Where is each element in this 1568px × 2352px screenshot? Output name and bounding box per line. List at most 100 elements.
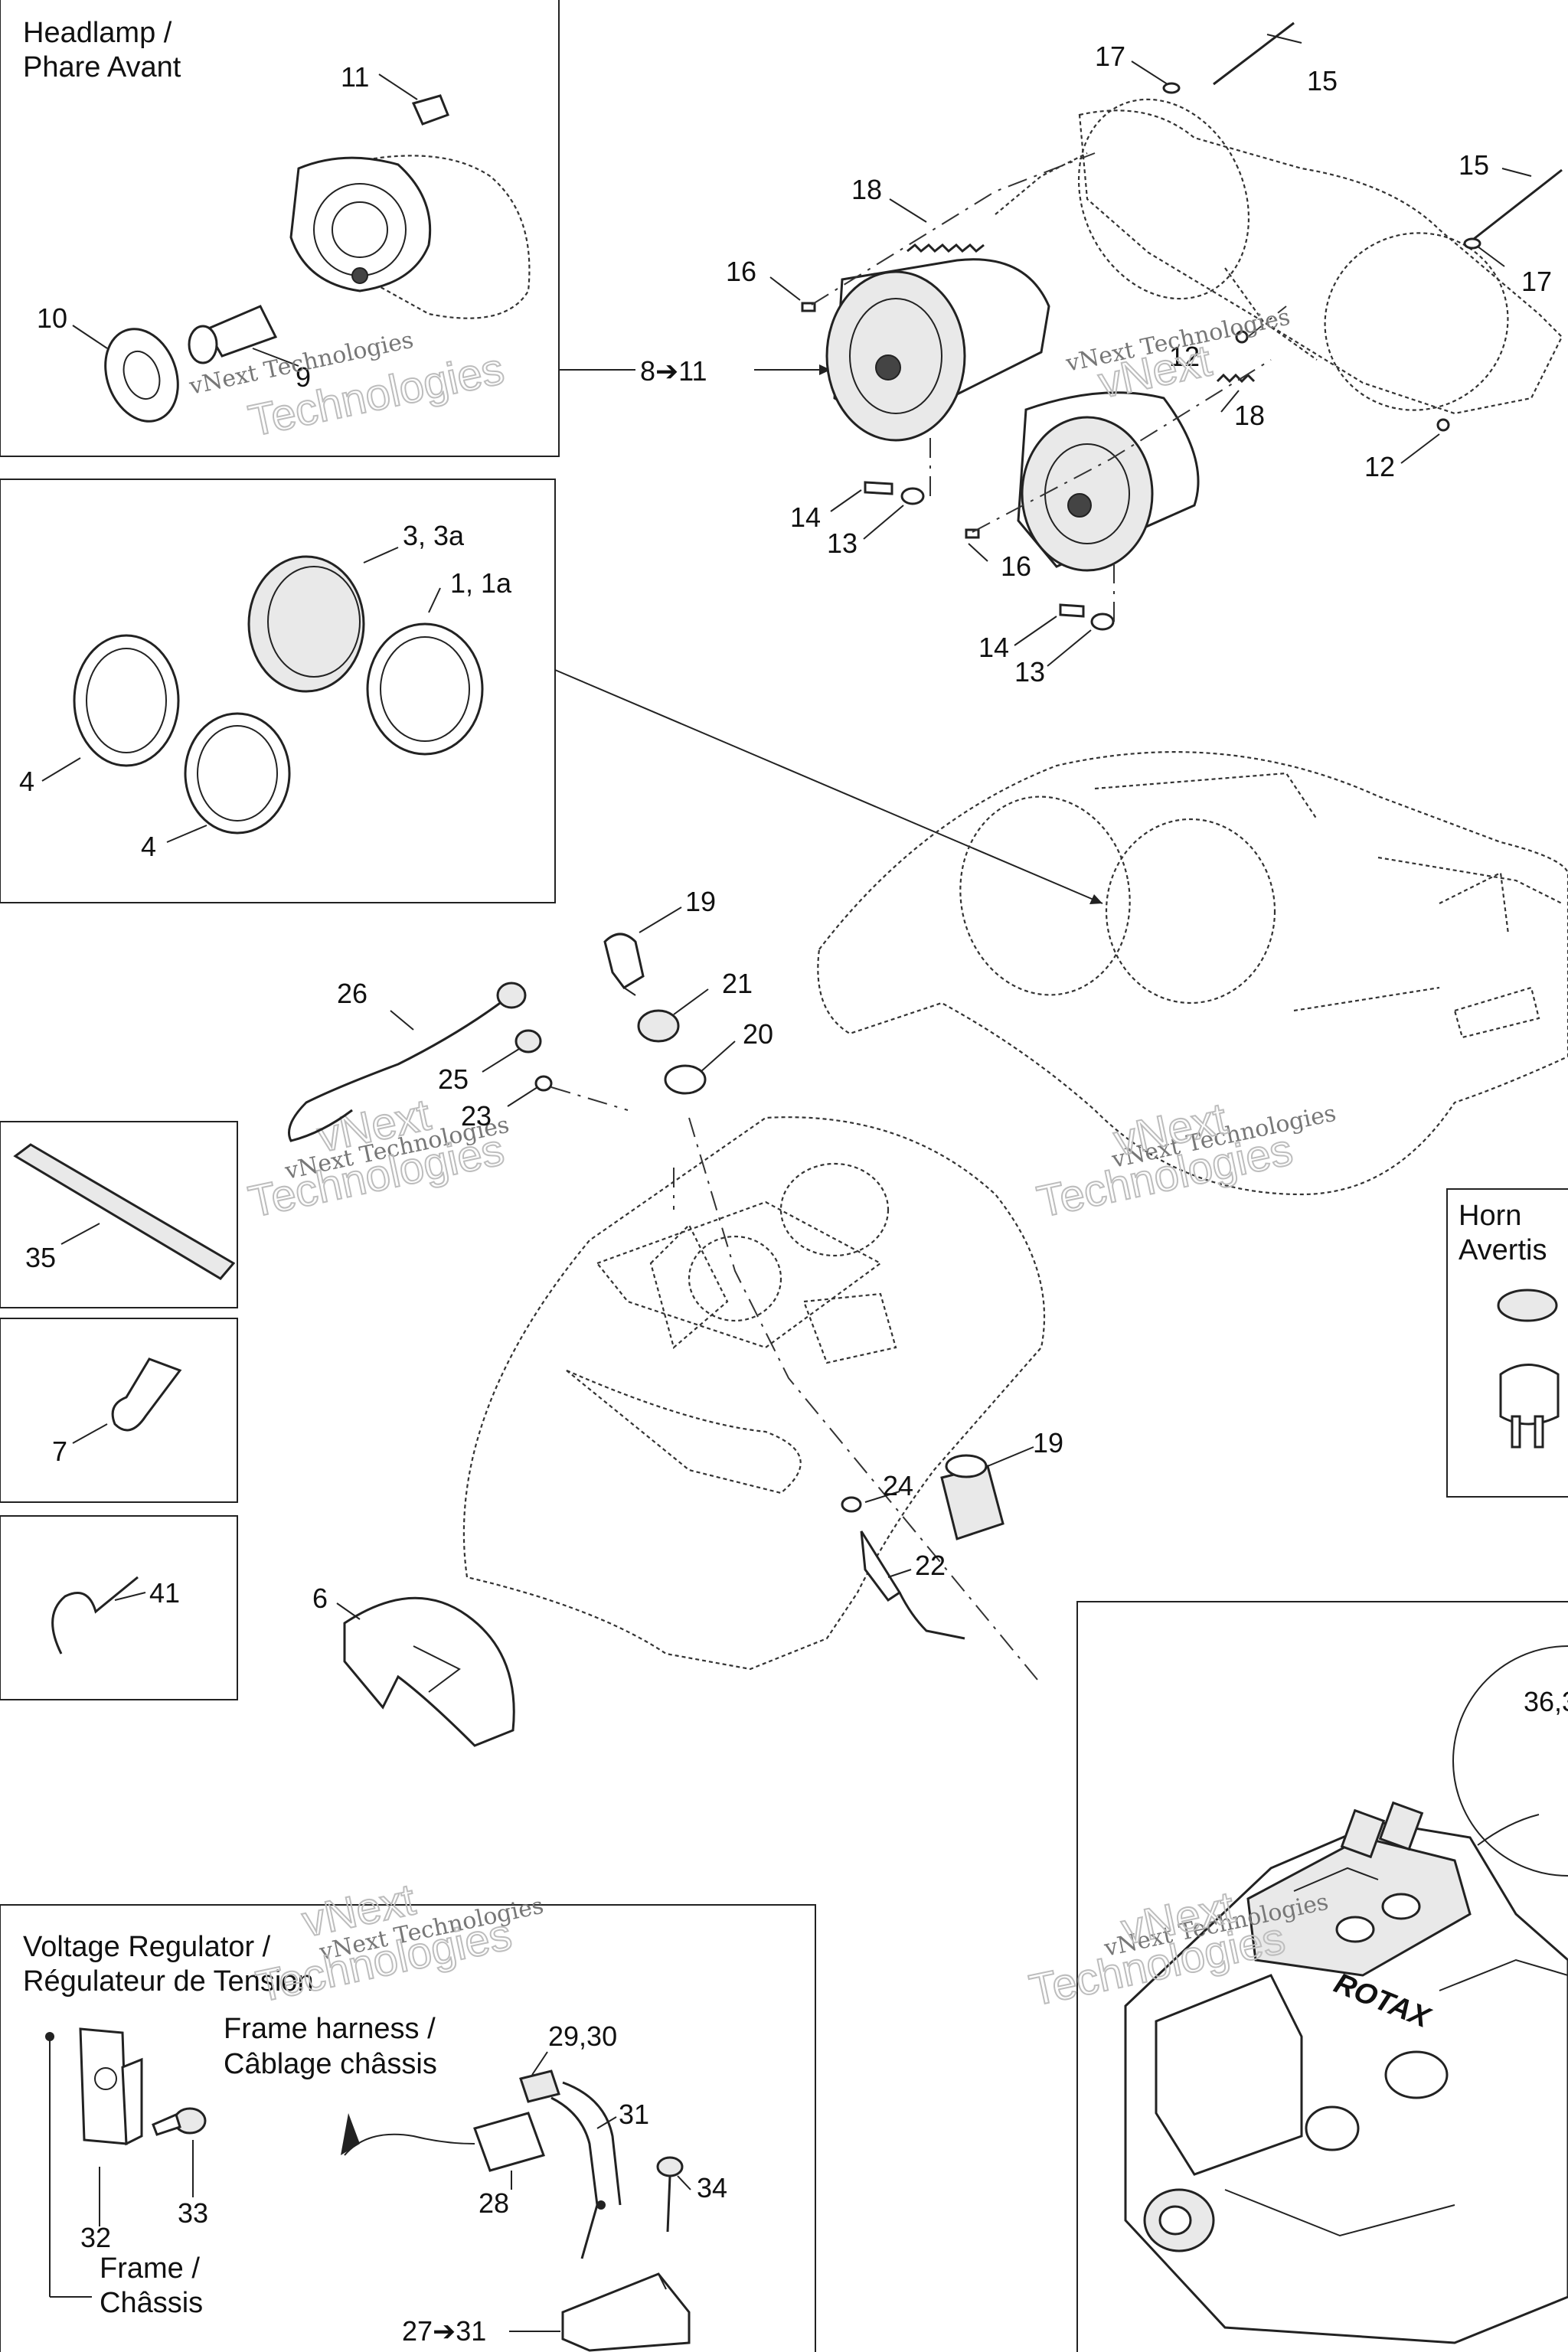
part-17-washer-a	[1162, 82, 1181, 94]
callout-16-a: 16	[726, 256, 756, 287]
pointer-bezel	[554, 669, 1103, 904]
callout-17-b: 17	[1521, 266, 1552, 297]
inset-35-frame	[0, 1121, 238, 1308]
horn-inset-frame	[1446, 1188, 1568, 1498]
part-31-regulator	[561, 2272, 691, 2352]
callout-22: 22	[915, 1550, 946, 1581]
headlamp-title-en: Headlamp /	[23, 17, 172, 49]
part-41-tie	[51, 1576, 139, 1655]
regulator-harness	[341, 2069, 691, 2352]
part-29-30-terminal	[519, 2069, 560, 2103]
part-26-tether	[288, 998, 506, 1142]
callout-19-b: 19	[1033, 1427, 1063, 1459]
frame-harness-line2: Câblage châssis	[224, 2048, 437, 2080]
ignition-parts-top: 19 21 20	[603, 886, 773, 1095]
frame-line1: Frame /	[100, 2252, 200, 2285]
headlamp-inset: Headlamp / Phare Avant 11 10 9	[0, 0, 560, 457]
lower-headlamp	[1017, 391, 1200, 572]
part-19-key	[603, 933, 645, 989]
regulator-inset-frame	[0, 1904, 816, 2352]
callout-21: 21	[722, 968, 753, 999]
horn-ring	[1497, 1289, 1558, 1322]
engine-inset: 36,3 ROTAX vNext Technologies vNext Tech…	[1024, 1601, 1568, 2352]
callout-19-a: 19	[685, 886, 716, 917]
part-18-spring-a	[906, 243, 985, 253]
part-25-cap	[514, 1029, 542, 1054]
callout-1-1a: 1, 1a	[450, 567, 512, 599]
part-15-rod-b	[1473, 168, 1563, 240]
part-18-spring-b	[1216, 373, 1256, 384]
callout-14-a: 14	[790, 501, 821, 533]
headlamp-housing-drawing	[289, 155, 531, 319]
ignition-switch: 19 24 22	[841, 1427, 1063, 1640]
callout-17-a: 17	[1095, 41, 1125, 72]
part-15-rod-a	[1213, 21, 1295, 86]
part-9-bulb	[188, 305, 299, 367]
callout-25: 25	[438, 1063, 469, 1095]
callout-26: 26	[337, 978, 368, 1009]
callout-35: 35	[25, 1242, 56, 1273]
callout-20: 20	[743, 1018, 773, 1050]
part-10-clip	[72, 325, 179, 423]
engine-inset-frame	[1076, 1601, 1568, 2352]
part-12-nut-a	[1235, 330, 1249, 344]
detail-circle	[1452, 1645, 1568, 1877]
upper-headlamp	[825, 258, 1050, 442]
callout-8-11: 8➔11	[640, 355, 707, 387]
callout-6: 6	[312, 1583, 328, 1614]
part-24-washer	[841, 1496, 862, 1513]
callout-12-b: 12	[1364, 451, 1395, 482]
part-4-ring-b	[184, 712, 291, 835]
part-6-cover: 6	[312, 1583, 515, 1747]
screws-13-14	[864, 481, 1115, 631]
engine-drawing: ROTAX	[1124, 1801, 1568, 2344]
regulator-title-fr: Régulateur de Tension	[23, 1965, 314, 1998]
callout-18-b: 18	[1234, 400, 1265, 431]
part-3-cover	[247, 555, 365, 693]
part-35-sleeve	[13, 1143, 236, 1280]
part-4-ring-a	[73, 634, 180, 767]
callout-18-a: 18	[851, 174, 882, 205]
part-32-bracket	[79, 2027, 143, 2146]
hood-fairing: vNext Technologies vNext Technologies	[817, 751, 1568, 1228]
horn-body	[1499, 1364, 1560, 1426]
callout-33: 33	[178, 2197, 208, 2229]
part-28-connector	[473, 2112, 545, 2172]
inset-41: 41	[0, 1515, 238, 1700]
tether-cord: 26 25 23	[288, 978, 629, 1142]
part-7-clip	[111, 1357, 182, 1432]
horn-inset: Horn Avertis	[1446, 1188, 1568, 1498]
inset-7: 7	[0, 1318, 238, 1503]
callout-4-b: 4	[141, 831, 156, 862]
bezel-inset-frame	[0, 479, 556, 903]
callout-15-b: 15	[1459, 149, 1489, 181]
headlamp-inset-frame	[0, 0, 560, 457]
callout-24: 24	[883, 1470, 913, 1501]
callout-41: 41	[149, 1577, 180, 1609]
part-17-washer-b	[1463, 237, 1481, 250]
callout-34: 34	[697, 2172, 727, 2203]
part-12-nut-b	[1436, 418, 1450, 432]
part-33-bolt	[152, 2107, 207, 2136]
headlamp-bracket-dotted	[995, 98, 1563, 415]
callout-16-b: 16	[1001, 550, 1031, 582]
callout-4-a: 4	[19, 766, 34, 797]
bezel-inset: 3, 3a 1, 1a 4 4	[0, 479, 556, 903]
part-1-lens	[366, 622, 484, 756]
callout-14-b: 14	[978, 632, 1009, 663]
callout-23: 23	[461, 1100, 492, 1132]
regulator-title-en: Voltage Regulator /	[23, 1931, 271, 1963]
part-21-grommet	[637, 1009, 680, 1043]
part-20-grommet	[664, 1064, 707, 1095]
callout-9: 9	[296, 361, 311, 393]
inset-41-frame	[0, 1515, 238, 1700]
headlamp-assembly: 17 15 15 17 18 16 12 18 12 14 13 16 14 1…	[726, 21, 1563, 688]
callout-3-3a: 3, 3a	[403, 520, 465, 551]
regulator-inset: Voltage Regulator / Régulateur de Tensio…	[0, 1873, 816, 2352]
part-22-sensor	[860, 1530, 902, 1602]
part-23-nut	[534, 1075, 553, 1092]
callout-7: 7	[52, 1436, 67, 1467]
horn-title-fr: Avertis	[1459, 1234, 1547, 1266]
console: vNext Technologies vNext Technologies	[243, 1089, 1046, 1685]
